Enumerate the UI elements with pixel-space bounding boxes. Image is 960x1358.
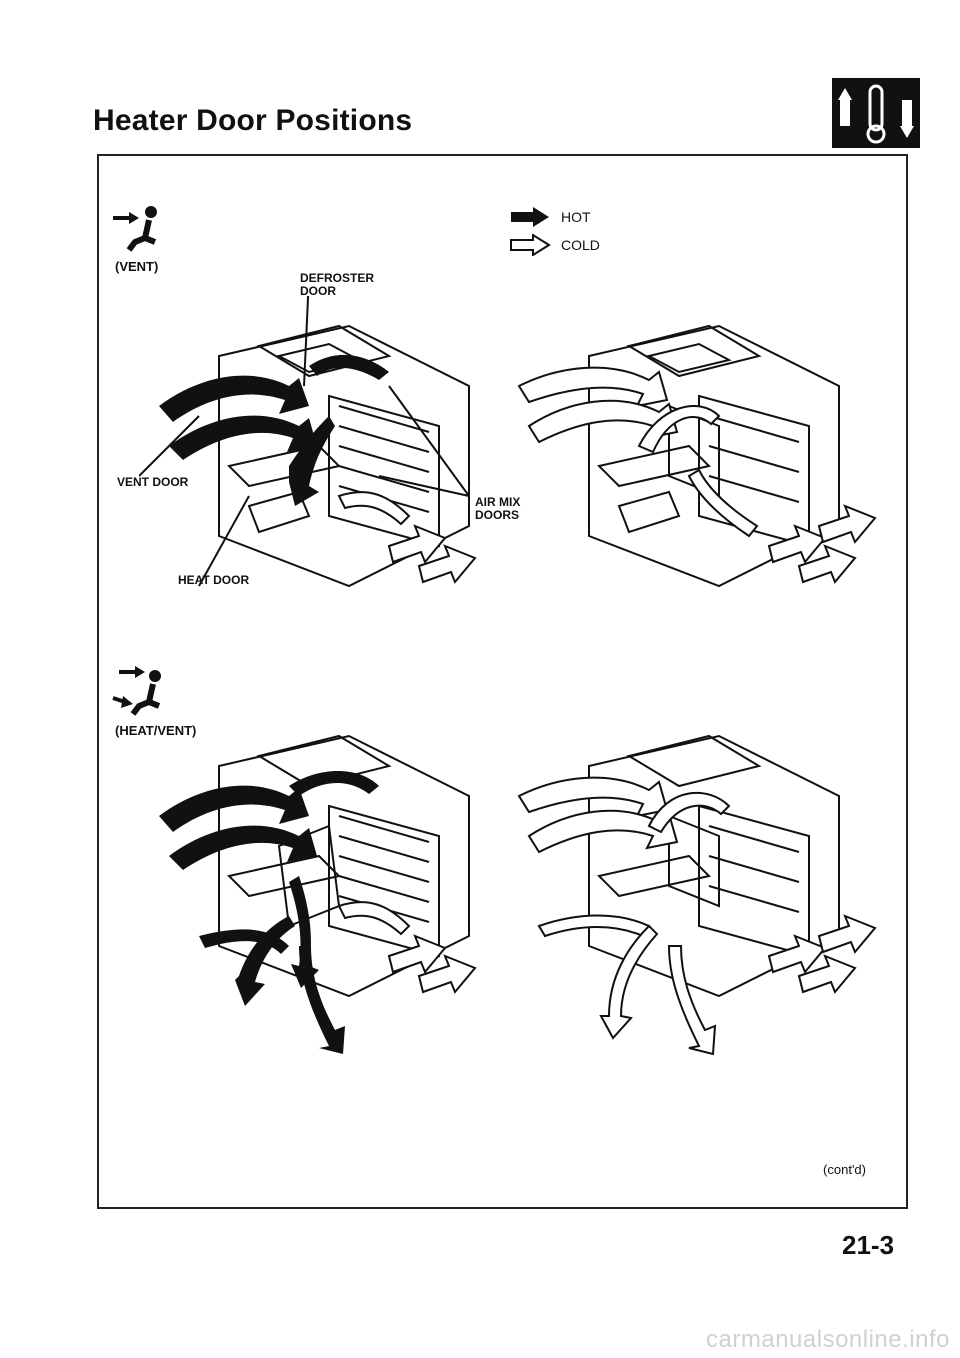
- legend-cold: COLD: [509, 234, 600, 256]
- callout-vent-door: VENT DOOR: [117, 475, 189, 489]
- continued-note: (cont'd): [823, 1162, 866, 1177]
- heater-thermometer-icon: [832, 78, 920, 148]
- mode-label-vent: (VENT): [115, 259, 159, 274]
- page-number: 21-3: [842, 1230, 895, 1260]
- heater-unit-diagram-vent-hot: [139, 296, 477, 588]
- cold-arrow-icon: [510, 234, 551, 256]
- heater-unit-diagram-heat-vent-hot: [159, 734, 477, 1054]
- legend-hot: HOT: [509, 206, 591, 228]
- hot-arrow-icon: [511, 207, 549, 227]
- callout-defroster-door: DEFROSTER DOOR: [300, 271, 375, 298]
- legend-cold-label: COLD: [561, 237, 600, 253]
- callout-air-mix-doors: AIR MIX DOORS: [475, 495, 521, 522]
- page-title: Heater Door Positions: [93, 104, 413, 137]
- diagram-frame: (VENT) HOT COLD DEFROSTER DOOR VENT DOOR…: [97, 154, 908, 1209]
- heater-unit-diagram-vent-cold: [517, 324, 877, 588]
- legend-hot-label: HOT: [561, 209, 591, 225]
- callout-heat-door: HEAT DOOR: [178, 573, 250, 587]
- heater-unit-diagram-heat-vent-cold: [517, 734, 877, 1056]
- watermark: carmanualsonline.info: [706, 1326, 950, 1353]
- mode-label-heat-vent: (HEAT/VENT): [115, 723, 197, 738]
- vent-airflow-icon: [113, 206, 157, 252]
- heat-vent-airflow-icon: [112, 666, 161, 716]
